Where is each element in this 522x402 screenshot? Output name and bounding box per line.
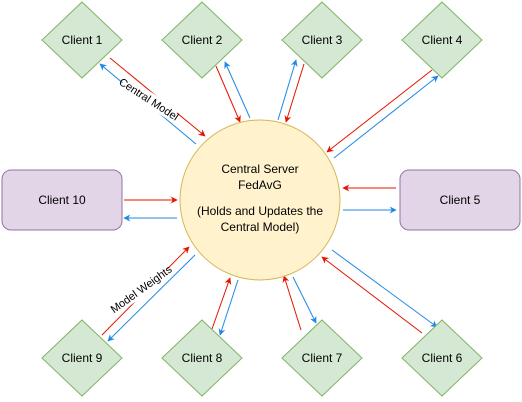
arrow-server-to-client9 (107, 254, 196, 342)
arrow-client7-to-server (282, 275, 302, 331)
arrow-client4-to-server (326, 69, 433, 153)
client-node-2: Client 2 (161, 1, 243, 79)
central-server-text-line4: Central Model) (221, 220, 300, 234)
client-label-4: Client 4 (422, 33, 463, 47)
arrow-client8-to-server (211, 277, 232, 330)
client-node-3: Client 3 (281, 1, 363, 79)
client-label-1: Client 1 (62, 33, 103, 47)
client-diamond-7 (281, 319, 363, 397)
client-diamond-4 (401, 1, 483, 79)
client-node-5: Client 5 (399, 169, 521, 231)
client-node-6: Client 6 (401, 319, 483, 397)
client-diamond-2 (161, 1, 243, 79)
central-server-text-line2: FedAvG (238, 178, 282, 192)
client-diamond-8 (161, 319, 243, 397)
client-node-4: Client 4 (401, 1, 483, 79)
client-rect-10 (1, 169, 123, 231)
client-diamond-1 (41, 1, 123, 79)
client-label-9: Client 9 (62, 351, 103, 365)
arrow-server-to-client2 (224, 61, 251, 119)
client-diamond-6 (401, 319, 483, 397)
client-label-5: Client 5 (440, 193, 481, 207)
client-diamond-9 (41, 319, 123, 397)
client-node-1: Client 1 (41, 1, 123, 79)
client-node-9: Client 9 (41, 319, 123, 397)
arrow-client3-to-server (284, 63, 305, 123)
client-label-10: Client 10 (38, 193, 86, 207)
client-diamond-3 (281, 1, 363, 79)
client-label-2: Client 2 (182, 33, 223, 47)
client-label-7: Client 7 (302, 351, 343, 365)
central-server-text-line1: Central Server (221, 162, 298, 176)
arrow-server-to-client3 (277, 59, 298, 121)
arrow-client6-to-server (321, 256, 423, 334)
central-server-text-line3: (Holds and Updates the (197, 204, 323, 218)
arrow-server-to-client6 (331, 249, 438, 328)
arrow-server-to-client7 (292, 276, 317, 324)
central-server-circle (179, 119, 341, 281)
arrow-client2-to-server (215, 65, 241, 123)
arrow-server-to-client8 (218, 279, 239, 336)
client-node-8: Client 8 (161, 319, 243, 397)
client-label-8: Client 8 (182, 351, 223, 365)
client-rect-5 (399, 169, 521, 231)
central-model-label: Central Model (116, 76, 180, 123)
arrow-server-to-client4 (333, 75, 439, 159)
client-label-3: Client 3 (302, 33, 343, 47)
edge-label-central-model: Central Model (116, 76, 180, 123)
client-node-10: Client 10 (1, 169, 123, 231)
client-label-6: Client 6 (422, 351, 463, 365)
client-node-7: Client 7 (281, 319, 363, 397)
